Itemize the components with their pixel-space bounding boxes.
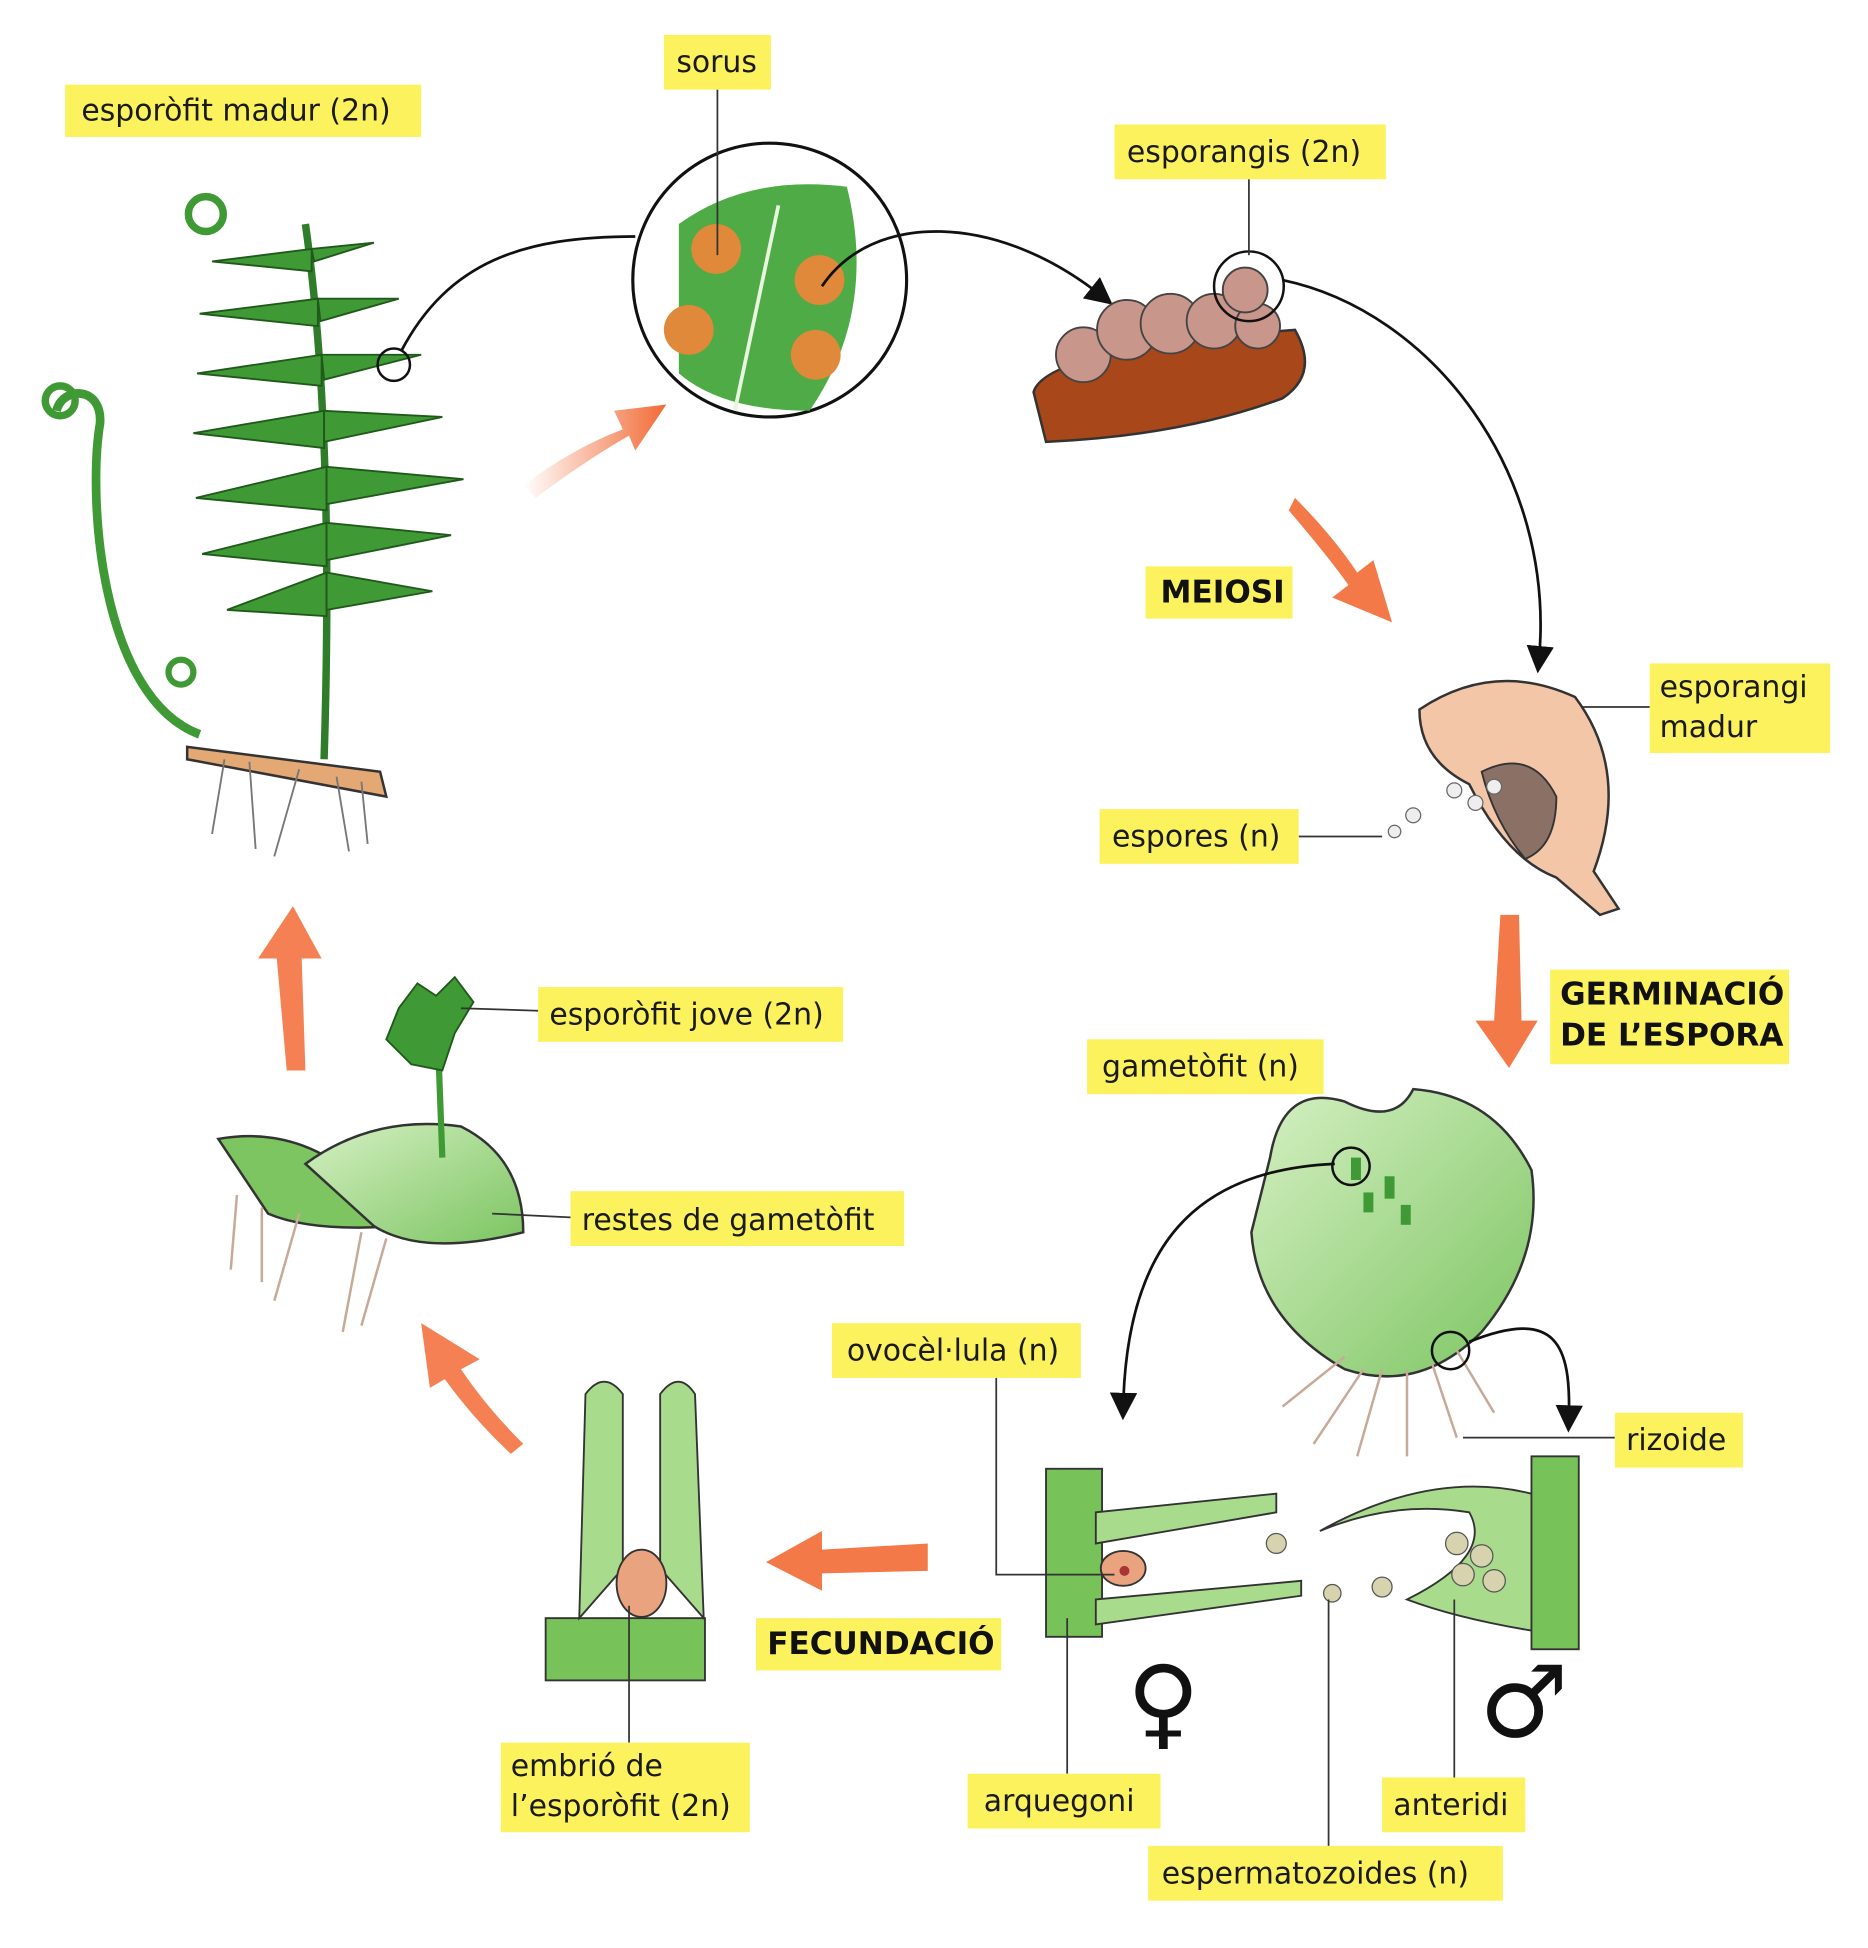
label-embryo: embrió de l’esporòfit (2n) bbox=[500, 1742, 750, 1833]
male-symbol: ♂ bbox=[1479, 1645, 1568, 1760]
svg-text:rizoide: rizoide bbox=[1626, 1423, 1726, 1458]
svg-text:ovocèl·lula (n): ovocèl·lula (n) bbox=[847, 1333, 1059, 1368]
label-meiosis: MEIOSI bbox=[1145, 566, 1293, 619]
svg-text:espores (n): espores (n) bbox=[1112, 819, 1280, 854]
label-mature-sporophyte: esporòfit madur (2n) bbox=[65, 84, 422, 137]
leader-lines bbox=[460, 89, 1650, 1846]
arrow-embryo-to-young bbox=[421, 1323, 524, 1454]
female-symbol: ♀ bbox=[1127, 1645, 1200, 1760]
svg-text:anteridi: anteridi bbox=[1393, 1788, 1508, 1823]
svg-text:GERMINACIÓ: GERMINACIÓ bbox=[1560, 973, 1784, 1012]
label-antheridium: anteridi bbox=[1382, 1777, 1526, 1833]
cycle-arrows bbox=[258, 404, 1538, 1591]
sporangia-illustration bbox=[1032, 250, 1554, 674]
arrow-sporophyte-to-sorus bbox=[523, 404, 667, 498]
label-germination: GERMINACIÓ DE L’ESPORA bbox=[1550, 969, 1790, 1065]
svg-text:gametòfit (n): gametòfit (n) bbox=[1102, 1050, 1299, 1085]
young-sporophyte-illustration bbox=[216, 975, 525, 1333]
svg-text:madur: madur bbox=[1660, 710, 1758, 745]
svg-text:espermatozoides (n): espermatozoides (n) bbox=[1162, 1856, 1469, 1891]
svg-text:sorus: sorus bbox=[676, 45, 757, 80]
mature-sporophyte-illustration bbox=[41, 192, 636, 857]
svg-text:esporangi: esporangi bbox=[1660, 670, 1808, 705]
svg-text:esporòfit madur (2n): esporòfit madur (2n) bbox=[81, 94, 390, 129]
label-young-sporophyte: esporòfit jove (2n) bbox=[538, 987, 844, 1042]
label-spores: espores (n) bbox=[1099, 809, 1299, 864]
sorus-magnified-illustration bbox=[631, 141, 1113, 419]
label-egg-cell: ovocèl·lula (n) bbox=[831, 1323, 1081, 1378]
label-sporangia: esporangis (2n) bbox=[1114, 124, 1386, 180]
svg-text:embrió de: embrió de bbox=[511, 1749, 663, 1784]
svg-text:esporangis (2n): esporangis (2n) bbox=[1127, 135, 1361, 170]
label-archegonium: arquegoni bbox=[967, 1773, 1161, 1829]
antheridium-illustration bbox=[1265, 1455, 1580, 1651]
svg-text:DE L’ESPORA: DE L’ESPORA bbox=[1560, 1018, 1783, 1054]
svg-text:l’esporòfit (2n): l’esporòfit (2n) bbox=[511, 1789, 731, 1824]
label-sperm: espermatozoides (n) bbox=[1148, 1845, 1503, 1901]
arrow-germination bbox=[1475, 914, 1538, 1068]
svg-text:arquegoni: arquegoni bbox=[984, 1784, 1135, 1819]
gametophyte-illustration bbox=[1109, 1087, 1583, 1457]
label-sorus: sorus bbox=[663, 34, 771, 90]
svg-text:restes de gametòfit: restes de gametòfit bbox=[582, 1203, 875, 1238]
label-mature-sporangium: esporangi madur bbox=[1649, 663, 1831, 754]
svg-text:MEIOSI: MEIOSI bbox=[1161, 574, 1285, 610]
arrow-young-to-mature bbox=[258, 906, 322, 1071]
label-gametophyte: gametòfit (n) bbox=[1087, 1039, 1324, 1095]
arrow-fertilization bbox=[765, 1531, 928, 1591]
svg-text:esporòfit jove (2n): esporòfit jove (2n) bbox=[549, 997, 823, 1032]
arrow-meiosis bbox=[1288, 497, 1393, 623]
mature-sporangium-illustration bbox=[1387, 679, 1621, 917]
svg-text:FECUNDACIÓ: FECUNDACIÓ bbox=[767, 1623, 994, 1662]
embryo-illustration bbox=[544, 1380, 706, 1682]
archegonium-illustration bbox=[1045, 1467, 1303, 1638]
label-fertilization: FECUNDACIÓ bbox=[756, 1618, 1002, 1671]
label-rhizoid: rizoide bbox=[1614, 1412, 1744, 1468]
label-gametophyte-remains: restes de gametòfit bbox=[570, 1191, 905, 1246]
